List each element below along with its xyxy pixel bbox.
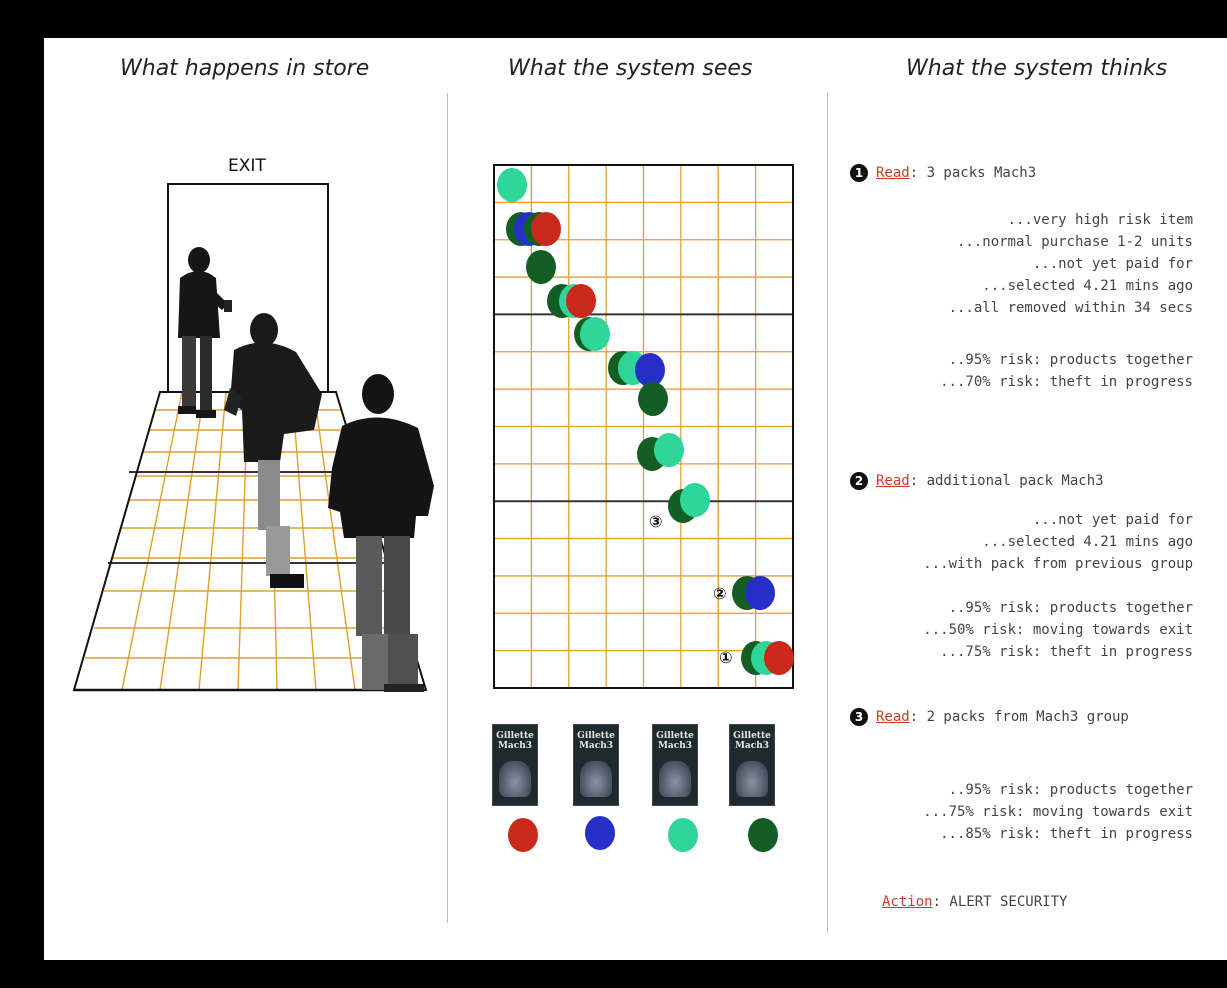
pack-brand: Gillette Mach3 bbox=[574, 731, 618, 751]
column-divider bbox=[827, 93, 828, 933]
event-2-header: 2 Read: additional pack Mach3 bbox=[850, 472, 1104, 490]
event-1-line: ...normal purchase 1-2 units bbox=[957, 234, 1193, 250]
action-line: Action: ALERT SECURITY bbox=[882, 894, 1067, 910]
tracking-grid bbox=[44, 38, 827, 738]
product-pack: Gillette Mach3 bbox=[573, 724, 619, 806]
tag-dot-green bbox=[526, 250, 556, 284]
event-1-number: 1 bbox=[850, 164, 868, 182]
action-detail: : ALERT SECURITY bbox=[933, 894, 1068, 910]
event-3-detail: : 2 packs from Mach3 group bbox=[910, 709, 1129, 725]
tag-dot-red bbox=[566, 284, 596, 318]
event-1-risk: ...70% risk: theft in progress bbox=[940, 374, 1193, 390]
event-2-risk: ..95% risk: products together bbox=[949, 600, 1193, 616]
product-pack: Gillette Mach3 bbox=[492, 724, 538, 806]
tag-dot-green bbox=[638, 382, 668, 416]
event-3-keyword: Read bbox=[876, 709, 910, 725]
event-1-line: ...very high risk item bbox=[1008, 212, 1193, 228]
razor-image bbox=[580, 761, 612, 797]
pack-brand: Gillette Mach3 bbox=[493, 731, 537, 751]
tag-dot-teal bbox=[497, 168, 527, 202]
thinks-column-title: What the system thinks bbox=[906, 56, 1167, 81]
razor-image bbox=[499, 761, 531, 797]
event-3-risk: ...85% risk: theft in progress bbox=[940, 826, 1193, 842]
diagram-panel: What happens in store What the system se… bbox=[44, 38, 1227, 960]
tag-dot-teal bbox=[680, 483, 710, 517]
event-1-line: ...selected 4.21 mins ago bbox=[982, 278, 1193, 294]
tag-dot-teal bbox=[580, 317, 610, 351]
event-2-risk: ...50% risk: moving towards exit bbox=[923, 622, 1193, 638]
razor-image bbox=[736, 761, 768, 797]
tag-dot-teal bbox=[654, 433, 684, 467]
pack-brand: Gillette Mach3 bbox=[653, 731, 697, 751]
tracked-tags bbox=[497, 168, 794, 675]
event-2-line: ...not yet paid for bbox=[1033, 512, 1193, 528]
event-2-risk: ...75% risk: theft in progress bbox=[940, 644, 1193, 660]
tag-dot-red bbox=[531, 212, 561, 246]
event-2-detail: : additional pack Mach3 bbox=[910, 473, 1104, 489]
event-1-line: ...not yet paid for bbox=[1033, 256, 1193, 272]
event-3-risk: ..95% risk: products together bbox=[949, 782, 1193, 798]
action-keyword: Action bbox=[882, 894, 933, 910]
tag-dot-blue bbox=[745, 576, 775, 610]
event-3-number: 3 bbox=[850, 708, 868, 726]
tag-color-swatch-green bbox=[748, 818, 778, 852]
tag-color-swatch-red bbox=[508, 818, 538, 852]
tag-dot-red bbox=[764, 641, 794, 675]
event-2-keyword: Read bbox=[876, 473, 910, 489]
event-3-header: 3 Read: 2 packs from Mach3 group bbox=[850, 708, 1129, 726]
event-2-line: ...with pack from previous group bbox=[923, 556, 1193, 572]
event-1-risk: ..95% risk: products together bbox=[949, 352, 1193, 368]
product-pack: Gillette Mach3 bbox=[652, 724, 698, 806]
event-3-risk: ...75% risk: moving towards exit bbox=[923, 804, 1193, 820]
grid-label-1: ① bbox=[719, 648, 733, 667]
event-1-keyword: Read bbox=[876, 165, 910, 181]
tag-dot-blue bbox=[635, 353, 665, 387]
event-2-number: 2 bbox=[850, 472, 868, 490]
event-1-header: 1 Read: 3 packs Mach3 bbox=[850, 164, 1036, 182]
event-1-detail: : 3 packs Mach3 bbox=[910, 165, 1036, 181]
grid-label-3: ③ bbox=[649, 512, 663, 531]
pack-brand: Gillette Mach3 bbox=[730, 731, 774, 751]
product-pack: Gillette Mach3 bbox=[729, 724, 775, 806]
razor-image bbox=[659, 761, 691, 797]
tag-color-swatch-teal bbox=[668, 818, 698, 852]
event-2-line: ...selected 4.21 mins ago bbox=[982, 534, 1193, 550]
event-1-line: ...all removed within 34 secs bbox=[949, 300, 1193, 316]
grid-label-2: ② bbox=[713, 584, 727, 603]
tag-color-swatch-blue bbox=[585, 816, 615, 850]
